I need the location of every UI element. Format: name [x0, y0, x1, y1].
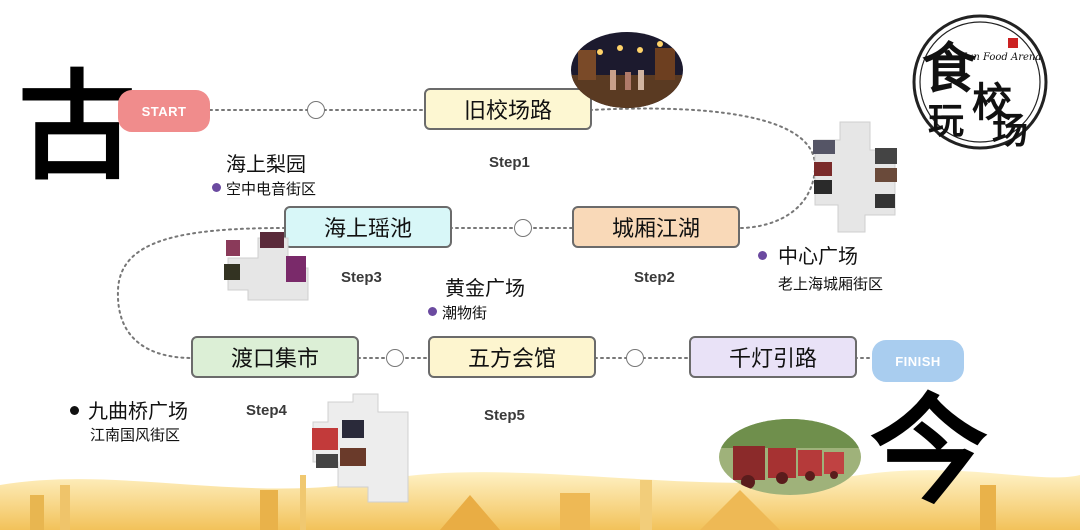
location-title: 海上梨园	[226, 152, 306, 176]
location-title: 中心广场	[758, 240, 858, 269]
station-ferry-market[interactable]: 渡口集市	[191, 336, 359, 378]
bullet-dot	[212, 183, 221, 192]
station-sea-jade-pool[interactable]: 海上瑶池	[284, 206, 452, 248]
bullet-dot	[758, 251, 767, 260]
route-node	[514, 219, 532, 237]
night-street-photo	[571, 32, 683, 108]
logo-character: 玩	[928, 100, 965, 142]
route-node	[307, 101, 325, 119]
carts-photo	[719, 419, 861, 495]
location-subtitle: 江南国风街区	[90, 426, 181, 444]
modern-character: 今	[870, 382, 989, 520]
location-subtitle: 空中电音街区	[212, 178, 316, 199]
station-five-guild-hall[interactable]: 五方会馆	[428, 336, 596, 378]
step-label: Step5	[484, 407, 525, 424]
station-thousand-lantern-road[interactable]: 千灯引路	[689, 336, 857, 378]
location-title: 九曲桥广场	[70, 395, 188, 424]
step-label: Step4	[246, 402, 287, 419]
station-city-jianghu[interactable]: 城厢江湖	[572, 206, 740, 248]
route-node	[626, 349, 644, 367]
liyuan-map	[224, 232, 309, 301]
bullet-dot	[70, 406, 79, 415]
step-label: Step3	[341, 269, 382, 286]
location-subtitle: 老上海城厢街区	[778, 275, 884, 293]
bullet-dot	[428, 307, 437, 316]
location-title: 黄金广场	[445, 276, 525, 300]
logo-character: 食	[922, 36, 976, 100]
jiuqu-map	[312, 393, 409, 503]
step-label: Step1	[489, 154, 530, 171]
step-label: Step2	[634, 269, 675, 286]
route-node	[386, 349, 404, 367]
fun-food-arena-logo: 食 校 玩 场 Fun Food Arena	[900, 12, 1060, 152]
station-old-drill-ground[interactable]: 旧校场路	[424, 88, 592, 130]
logo-character: 校	[972, 79, 1012, 126]
logo-english-text: Fun Food Arena	[960, 52, 1042, 63]
center-plaza-map	[813, 121, 897, 233]
logo-character: 场	[992, 110, 1029, 152]
location-subtitle: 潮物街	[428, 302, 487, 323]
ancient-character: 古	[18, 58, 137, 196]
start-pill[interactable]: START	[118, 90, 210, 132]
finish-pill[interactable]: FINISH	[872, 340, 964, 382]
